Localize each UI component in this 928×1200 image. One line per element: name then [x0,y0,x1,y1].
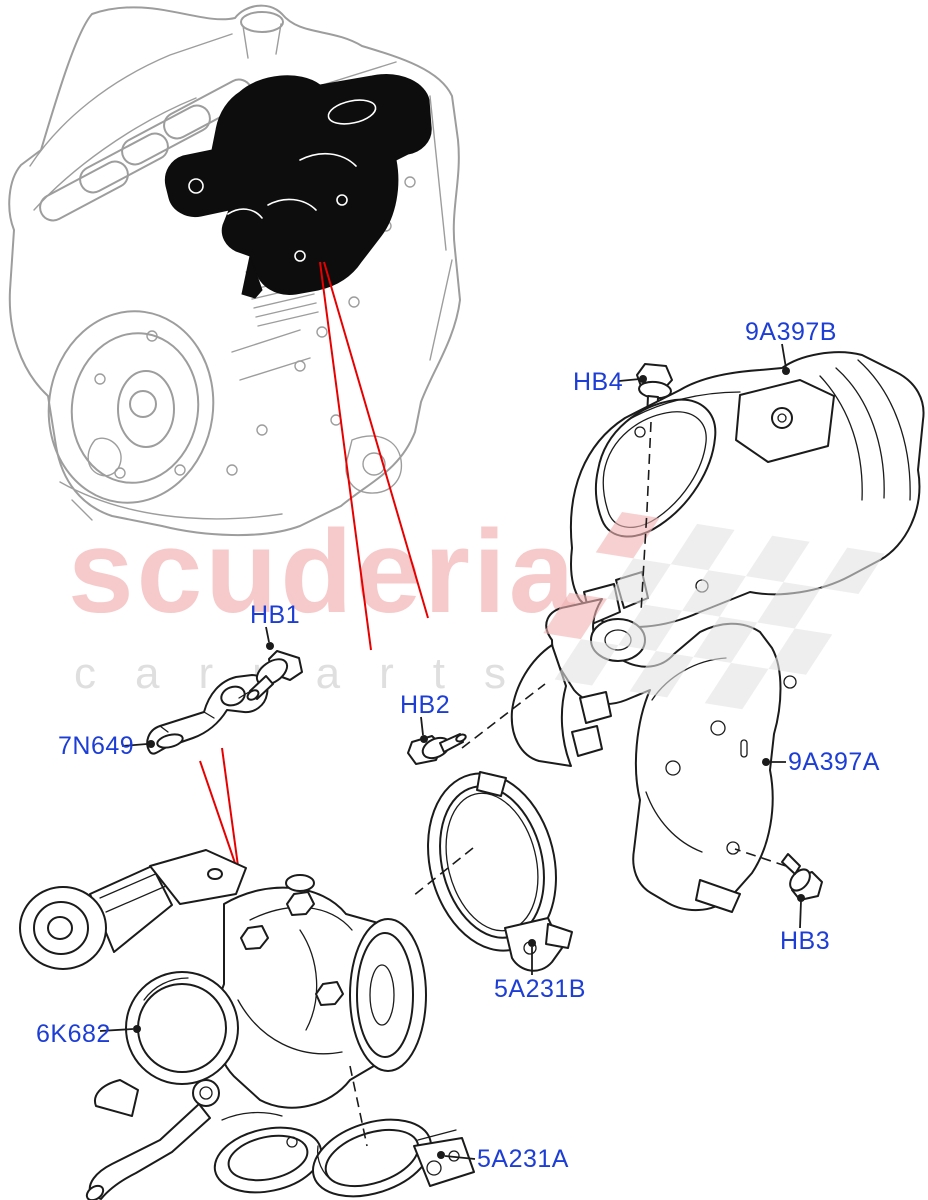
leader-lines [99,343,805,1160]
red-callout-lines [199,261,429,867]
part-label-turbocharger[interactable]: 6K682 [36,1020,111,1048]
part-label-bracket[interactable]: 7N649 [58,732,134,760]
part-labels: 9A397B HB4 HB1 7N649 HB2 9A397A HB3 5A23… [36,318,880,1173]
highlighted-turbo-silhouette [164,74,432,299]
bracket-7n649 [146,674,269,755]
assembly-dashed-lines [349,421,787,1147]
watermark-subbrand-text: carparts [74,649,545,698]
turbocharger-6k682 [19,849,427,1200]
part-label-bolt-hb4[interactable]: HB4 [573,368,623,396]
clamp-5a231b [427,771,573,972]
bolt-hb2 [407,733,467,765]
part-label-shield-upper[interactable]: 9A397B [745,318,837,346]
bolt-hb1 [238,650,303,701]
part-label-bolt-hb2[interactable]: HB2 [400,691,450,719]
bolt-hb3 [781,853,823,901]
part-label-bolt-hb1[interactable]: HB1 [250,601,300,629]
engine-illustration [8,4,461,536]
engine-block-detail [59,61,453,521]
part-label-shield-lower[interactable]: 9A397A [788,748,880,776]
watermark-brand-text: scuderia [68,506,577,638]
oil-filler-neck [240,11,284,59]
clamp-5a231a [311,1118,475,1198]
part-label-clamp-upper[interactable]: 5A231B [494,975,586,1003]
part-label-bolt-hb3[interactable]: HB3 [780,927,830,955]
watermark: scuderia carparts [68,506,577,698]
flywheel [47,310,215,504]
part-label-clamp-lower[interactable]: 5A231A [477,1145,569,1173]
checkered-flag-watermark [543,512,885,710]
